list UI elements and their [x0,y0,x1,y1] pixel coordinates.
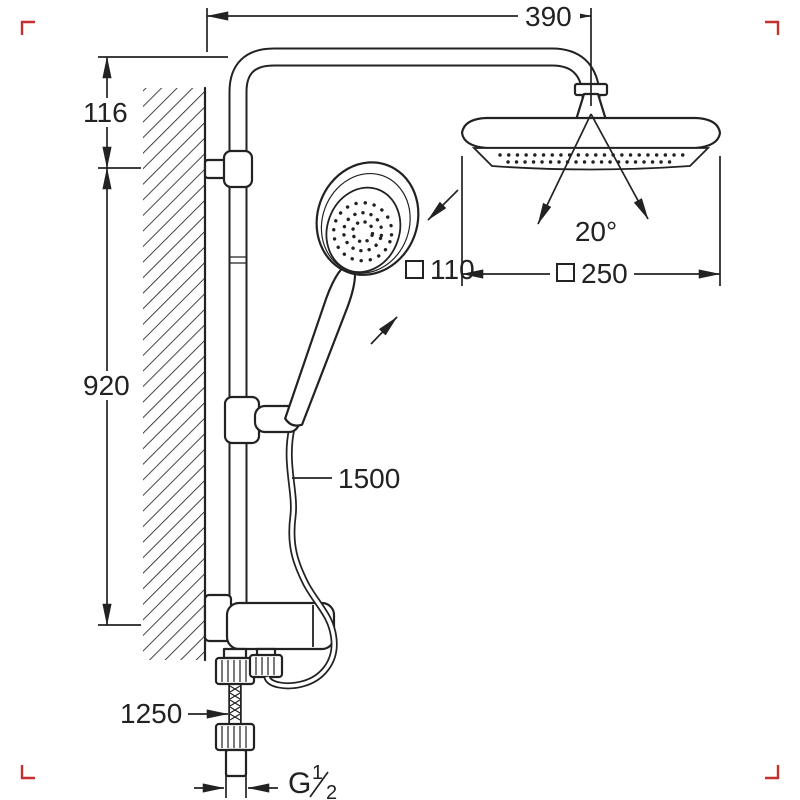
dimension-920: 920 [80,167,141,626]
supply-nut-upper-knurl [221,660,247,682]
hand-shower-nozzle-ring-1 [350,220,375,244]
wall-bracket-top [203,149,254,189]
shower-hose [263,427,338,690]
dimension-1250: 1250 [120,698,229,729]
square-symbol-icon [556,263,575,282]
shower-hose-core [265,427,336,688]
shower-rail [228,47,601,616]
hand-shower [284,161,420,427]
crop-mark-bottom-right [765,765,780,780]
thread-label-g: G [288,767,311,800]
supply-outlet-stub [222,647,248,660]
pointer-arrow-upper [427,189,459,221]
hand-shower-handle [284,260,357,427]
dimension-110: 110 [370,189,475,345]
dim-390-label: 390 [525,1,572,32]
square-symbol-icon [405,260,424,279]
swivel-line-left [537,113,592,225]
crop-marks [20,20,780,780]
hose-1500-label: 1500 [338,463,400,494]
label-backing [518,3,580,29]
thread-denominator: 2 [326,782,337,800]
supply-nut-lower-knurl [221,726,247,748]
mixer-body [225,601,336,651]
rail-slider [223,395,301,445]
dim-920-label: 920 [83,370,130,401]
dimension-116: 116 [80,56,228,169]
hose-1250-label: 1250 [120,698,182,729]
bracket-ring [222,149,254,189]
rail-joint-ring [229,256,247,264]
angle-label: 20° [575,216,617,247]
crop-mark-top-right [765,20,780,35]
hose-nut [248,653,284,679]
head-shower-plate [460,116,722,150]
bottom-assembly [203,593,336,778]
head-shower [460,82,722,171]
hand-shower-nozzle-ring-3 [331,201,394,263]
crop-mark-top-left [20,20,35,35]
wall-section [143,86,207,662]
pointer-arrow-lower [370,316,398,345]
rail-pipe-core [230,49,599,616]
swivel-line-right [590,113,649,220]
dimension-250: 250 [461,156,721,289]
supply-hose-braid-2 [229,685,241,721]
dim-116-label: 116 [83,97,128,128]
dimension-20deg: 20° [537,113,649,247]
dimension-thread: G 1 2 [194,762,337,800]
crop-mark-bottom-left [20,765,35,780]
hose-nut-knurl [255,657,275,675]
label-backing [80,371,134,400]
dim-250-label: 250 [581,258,628,289]
dimension-390: 390 [206,1,592,106]
fraction-slash [309,771,329,798]
thread-numerator: 1 [312,762,323,784]
thread-end-tube [224,748,248,778]
head-shower-underside [471,147,711,171]
label-backing [80,98,134,127]
dim-110-label: 110 [430,254,475,285]
hand-shower-nozzle-ring-2 [341,211,384,253]
dimension-1500: 1500 [292,463,400,494]
wall-hatch [143,88,205,660]
